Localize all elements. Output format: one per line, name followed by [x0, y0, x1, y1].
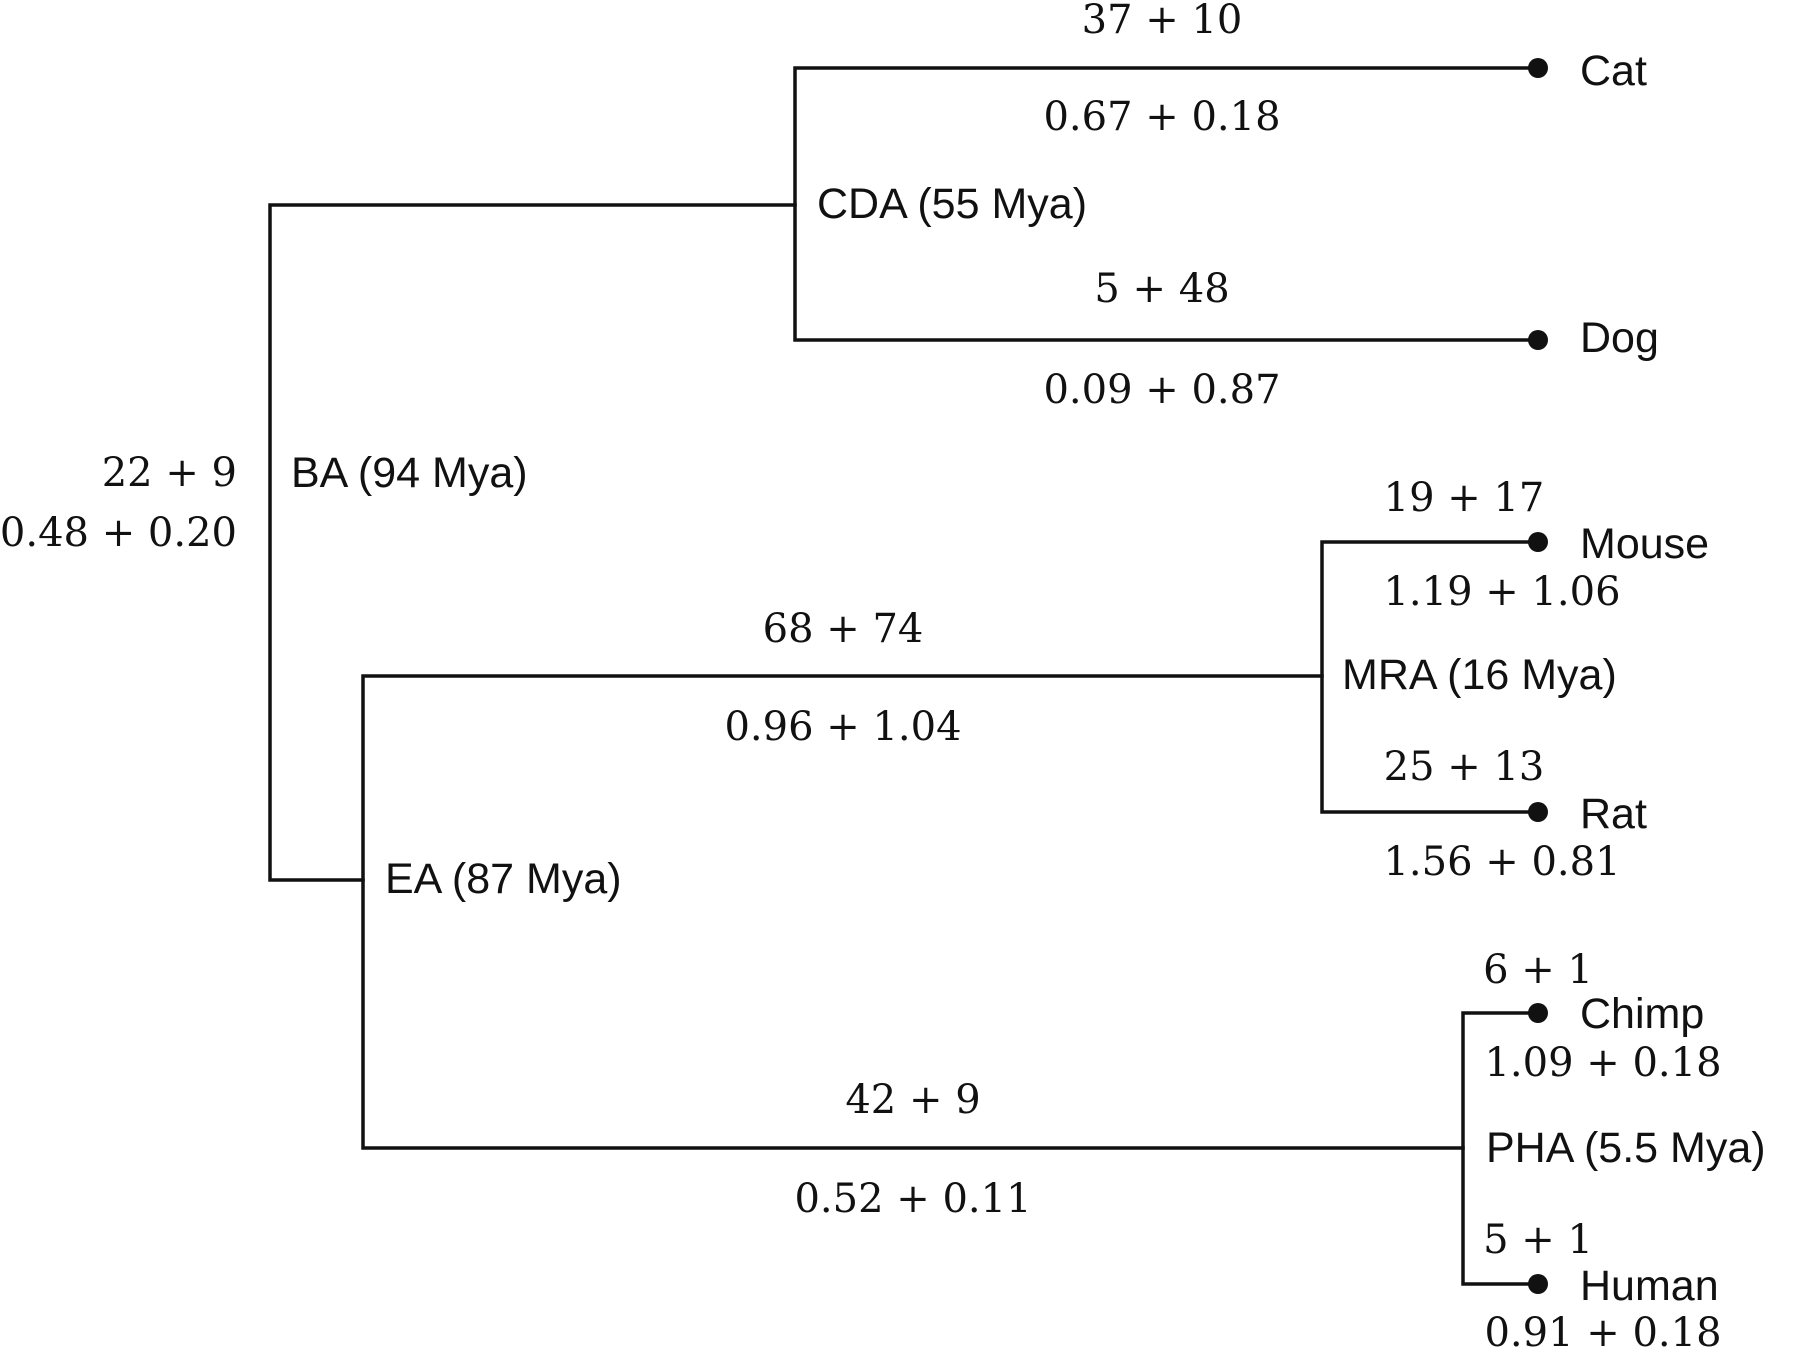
branch-label-cat-upper: 37 + 10 [1082, 0, 1243, 43]
node-label-cda: CDA (55 Mya) [817, 180, 1087, 228]
node-label-mra: MRA (16 Mya) [1342, 651, 1617, 699]
branch-label-mouse-lower: 1.19 + 1.06 [1383, 569, 1620, 615]
branch-ea [361, 674, 1465, 1150]
tip-dot-human [1528, 1274, 1548, 1294]
branch-label-human-lower: 0.91 + 0.18 [1484, 1310, 1721, 1352]
taxon-label-mouse: Mouse [1580, 520, 1709, 568]
branch-label-human-upper: 5 + 1 [1483, 1217, 1593, 1263]
branch-label-ba-ea-upper: 22 + 9 [102, 450, 237, 496]
branch-label-mra-upper: 68 + 74 [763, 606, 924, 652]
branch-mra [1320, 540, 1540, 814]
branch-label-rat-lower: 1.56 + 0.81 [1383, 839, 1620, 885]
branch-cda [793, 66, 1540, 342]
tip-dot-rat [1528, 802, 1548, 822]
node-label-ba: BA (94 Mya) [291, 449, 528, 497]
taxon-label-cat: Cat [1580, 47, 1647, 95]
taxon-label-chimp: Chimp [1580, 990, 1704, 1038]
branch-label-mra-lower: 0.96 + 1.04 [724, 704, 961, 750]
branch-label-pha-upper: 42 + 9 [845, 1077, 980, 1123]
tip-dot-cat [1528, 58, 1548, 78]
branch-label-pha-lower: 0.52 + 0.11 [794, 1176, 1031, 1222]
tip-dot-dog [1528, 330, 1548, 350]
tip-dot-mouse [1528, 532, 1548, 552]
branch-ba [268, 203, 797, 882]
branch-label-cat-lower: 0.67 + 0.18 [1043, 94, 1280, 140]
node-label-pha: PHA (5.5 Mya) [1486, 1124, 1766, 1172]
taxon-label-human: Human [1580, 1262, 1719, 1310]
branch-label-ba-ea-lower: 0.48 + 0.20 [0, 510, 237, 556]
branch-label-rat-upper: 25 + 13 [1384, 744, 1545, 790]
branch-label-chimp-upper: 6 + 1 [1483, 947, 1593, 993]
node-label-ea: EA (87 Mya) [385, 855, 622, 903]
branch-pha [1461, 1011, 1540, 1286]
branch-label-mouse-upper: 19 + 17 [1384, 475, 1545, 521]
tip-dot-chimp [1528, 1003, 1548, 1023]
taxon-label-rat: Rat [1580, 790, 1647, 838]
branch-label-chimp-lower: 1.09 + 0.18 [1484, 1040, 1721, 1086]
taxon-label-dog: Dog [1580, 314, 1659, 362]
branch-label-dog-upper: 5 + 48 [1094, 266, 1229, 312]
branch-label-dog-lower: 0.09 + 0.87 [1043, 367, 1280, 413]
